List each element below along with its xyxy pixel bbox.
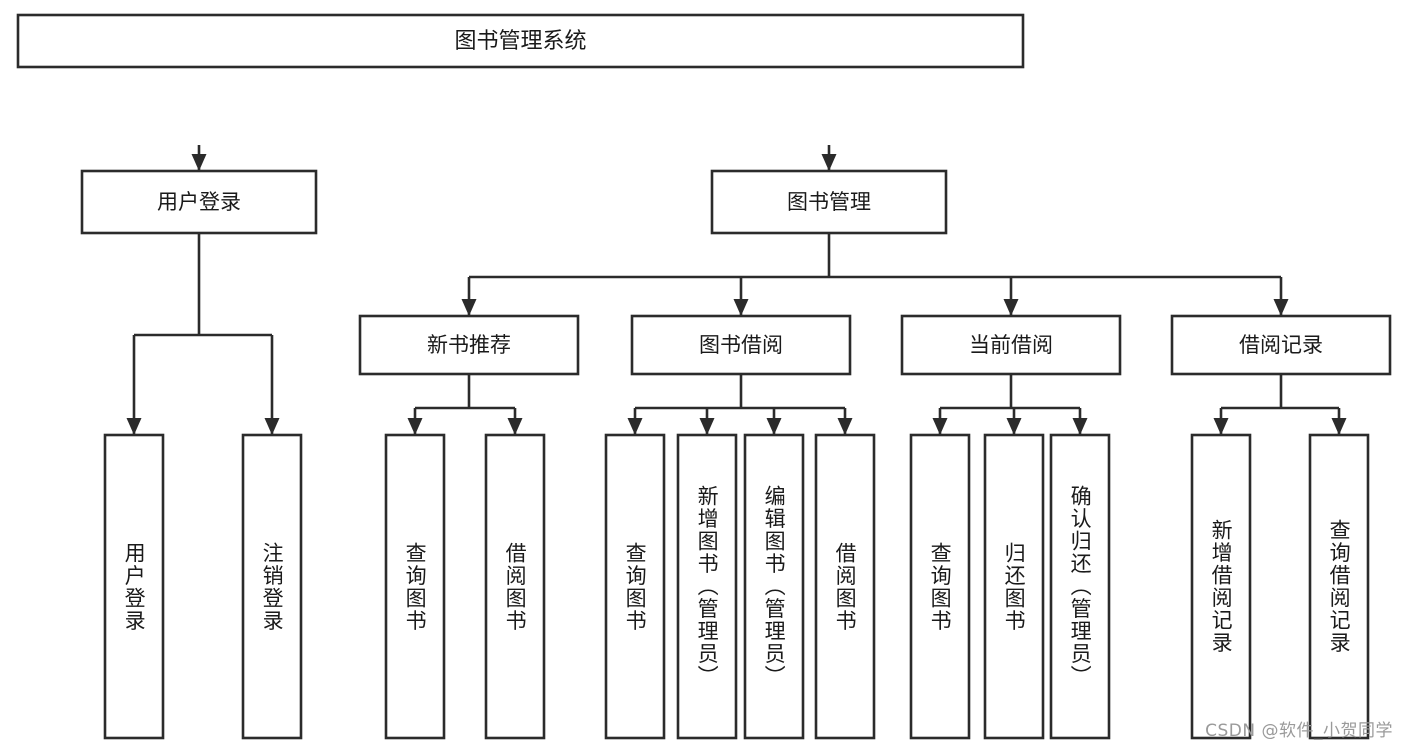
arrow-head-icon <box>1072 418 1088 435</box>
arrow-head-icon <box>766 418 782 435</box>
node-user-login[interactable] <box>80 169 318 235</box>
node-borrow-record[interactable] <box>1170 314 1392 376</box>
node-book-borrow[interactable] <box>630 314 852 376</box>
node-book-manage[interactable] <box>710 169 948 235</box>
arrow-head-icon <box>126 418 142 435</box>
arrow-head-icon <box>1003 299 1019 316</box>
arrow-head-icon <box>1213 418 1229 435</box>
arrow-head-icon <box>461 299 477 316</box>
node-leaf-user-login[interactable] <box>103 433 165 740</box>
arrow-head-icon <box>191 154 207 171</box>
boxes-layer <box>16 13 1392 740</box>
node-leaf-edit-book[interactable] <box>743 433 805 740</box>
node-book-manage-label: 图书管理 <box>787 190 871 214</box>
node-root-label: 图书管理系统 <box>454 29 586 54</box>
arrow-head-icon <box>837 418 853 435</box>
node-book-borrow-label: 图书借阅 <box>699 333 783 357</box>
node-leaf-add-record[interactable] <box>1190 433 1252 740</box>
node-leaf-user-logout[interactable] <box>241 433 303 740</box>
node-leaf-query-book-2[interactable] <box>604 433 666 740</box>
node-leaf-return-book[interactable] <box>983 433 1045 740</box>
node-leaf-query-book-3[interactable] <box>909 433 971 740</box>
arrow-head-icon <box>1331 418 1347 435</box>
arrow-head-icon <box>733 299 749 316</box>
node-leaf-borrow-book-2[interactable] <box>814 433 876 740</box>
arrow-head-icon <box>407 418 423 435</box>
node-leaf-confirm-return[interactable] <box>1049 433 1111 740</box>
arrow-head-icon <box>699 418 715 435</box>
arrow-head-icon <box>821 154 837 171</box>
node-new-book-rec[interactable] <box>358 314 580 376</box>
node-leaf-query-record[interactable] <box>1308 433 1370 740</box>
node-borrow-record-label: 借阅记录 <box>1239 333 1323 357</box>
node-leaf-borrow-book-1[interactable] <box>484 433 546 740</box>
connectors-layer <box>126 145 1347 435</box>
node-current-borrow-label: 当前借阅 <box>969 333 1053 357</box>
node-current-borrow[interactable] <box>900 314 1122 376</box>
arrow-head-icon <box>507 418 523 435</box>
csdn-watermark: CSDN @软件_小贺同学 <box>1205 721 1393 741</box>
node-leaf-add-book[interactable] <box>676 433 738 740</box>
arrow-head-icon <box>264 418 280 435</box>
arrow-head-icon <box>1006 418 1022 435</box>
arrow-head-icon <box>1273 299 1289 316</box>
arrow-head-icon <box>932 418 948 435</box>
node-leaf-query-book-1[interactable] <box>384 433 446 740</box>
node-root[interactable] <box>16 13 1025 69</box>
arrow-head-icon <box>627 418 643 435</box>
node-new-book-rec-label: 新书推荐 <box>427 333 511 357</box>
node-user-login-label: 用户登录 <box>157 190 241 214</box>
